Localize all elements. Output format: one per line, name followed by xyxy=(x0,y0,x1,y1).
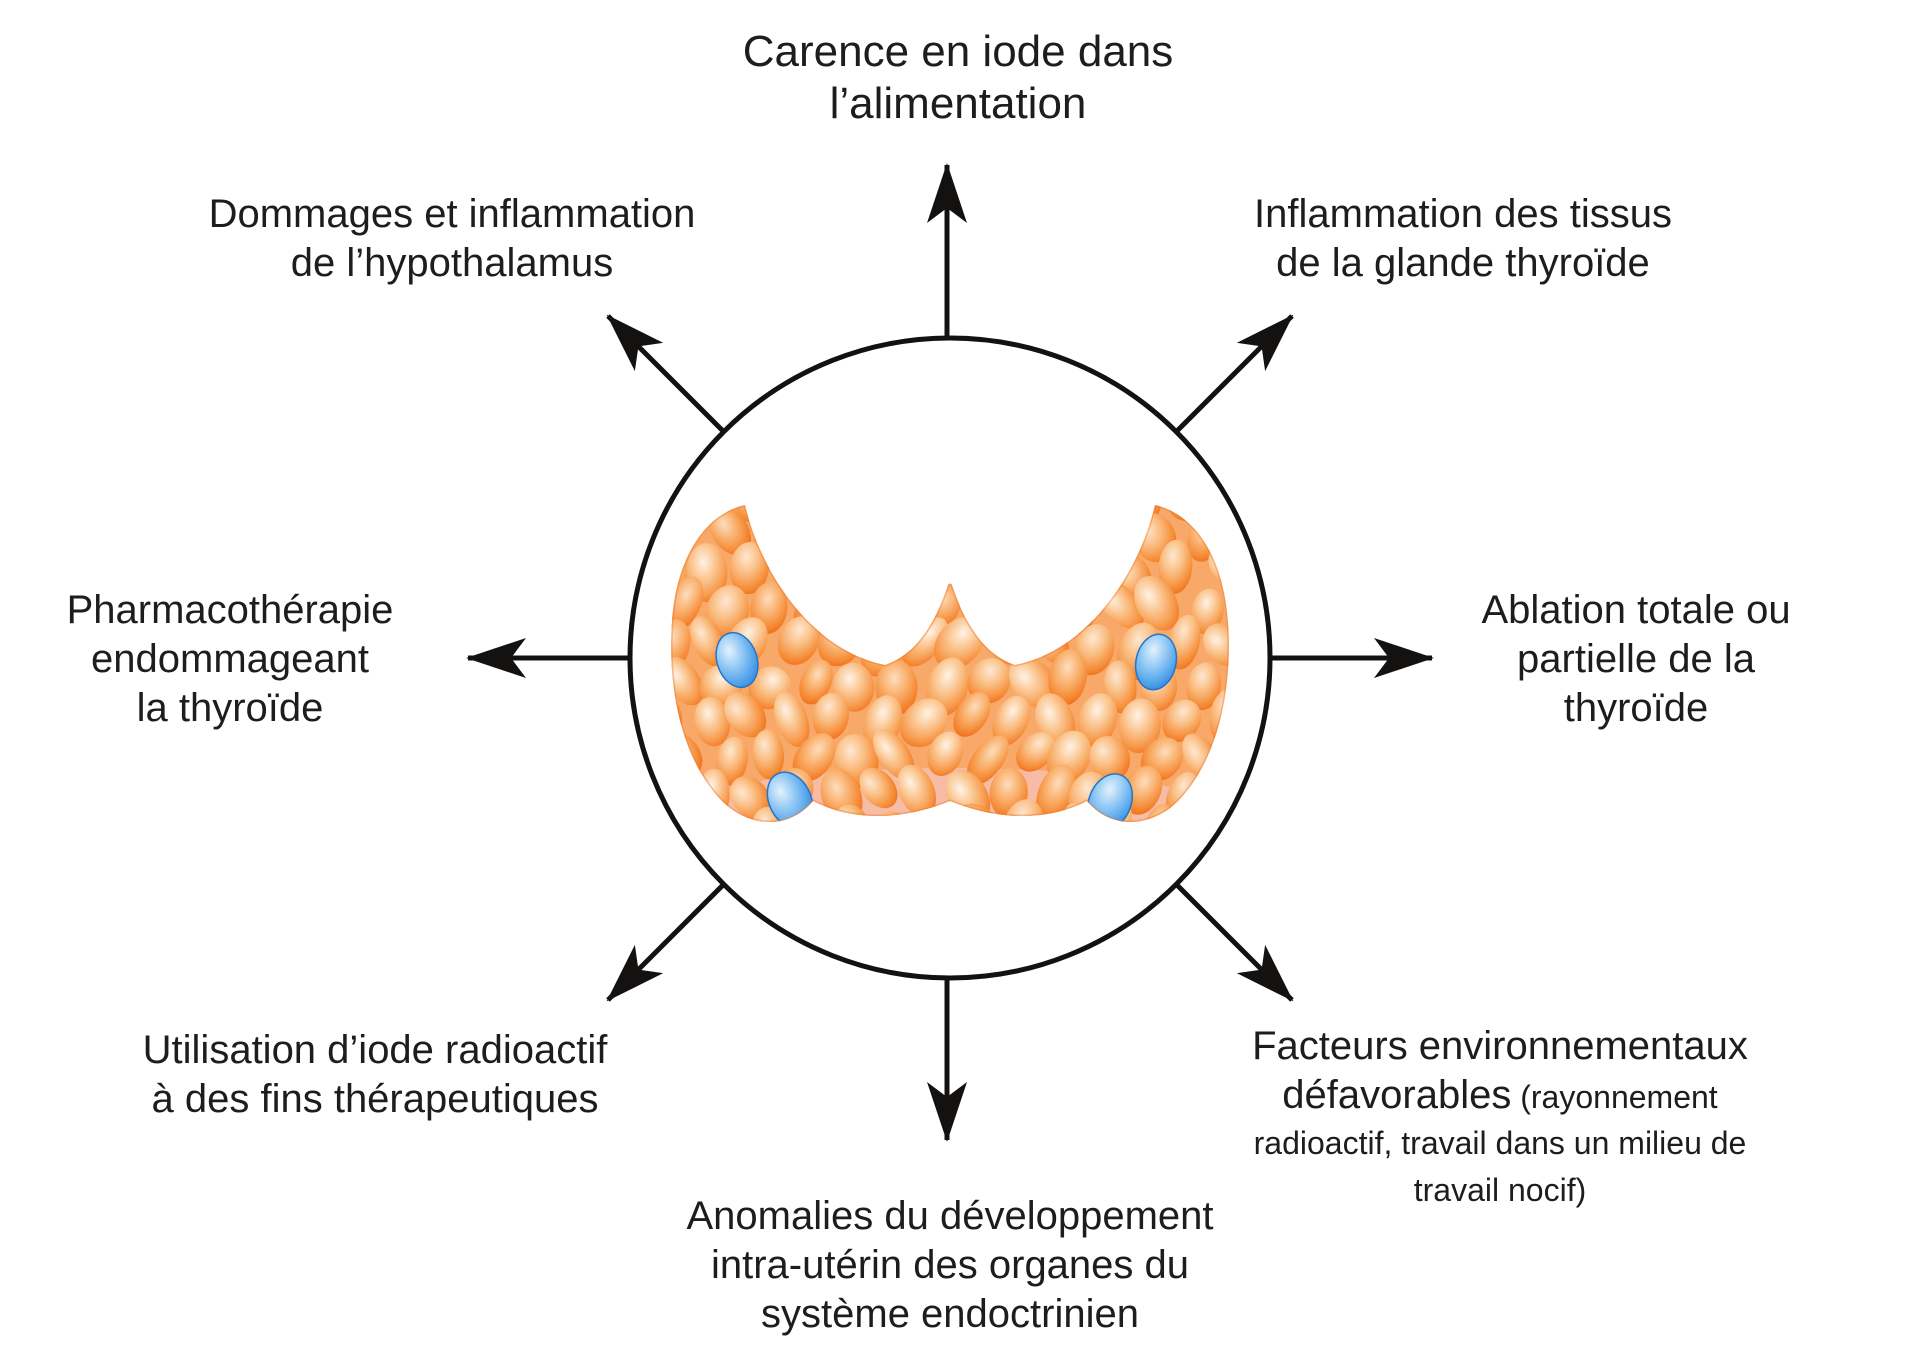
label-line: Dommages et inflammation xyxy=(208,192,696,236)
thyroid-cell xyxy=(1016,732,1055,772)
radiating-arrows xyxy=(466,163,1434,1142)
thyroid-cell xyxy=(899,698,948,748)
label-line-small: (rayonnement xyxy=(1511,1078,1718,1115)
thyroid-cell xyxy=(953,692,991,737)
arrow-top-right xyxy=(1174,314,1294,434)
thyroid-illustration xyxy=(671,505,1229,823)
label-line: Carence en iode dans xyxy=(742,27,1174,76)
label-line: Pharmacothérapie xyxy=(66,588,394,632)
label-environmental-factors: Facteurs environnementaux défavorables (… xyxy=(1252,1022,1748,1213)
thyroid-cell xyxy=(927,731,964,776)
label-line: Inflammation des tissus xyxy=(1254,192,1672,236)
thyroid-cell xyxy=(773,692,810,747)
label-line: l’alimentation xyxy=(829,78,1087,128)
label-line: Anomalies du développement xyxy=(686,1194,1214,1238)
thyroid-cell xyxy=(792,733,836,782)
thyroid-cell xyxy=(1048,649,1088,706)
label-line: intra-utérin des organes du xyxy=(710,1242,1190,1287)
thyroid-cell xyxy=(708,506,751,556)
label-gland-inflammation: Inflammation des tissus de la glande thy… xyxy=(1254,190,1672,288)
label-line: thyroïde xyxy=(1563,685,1709,730)
label-intrauterine-anomalies: Anomalies du développement intra-utérin … xyxy=(686,1192,1213,1338)
thyroid-cell xyxy=(992,695,1030,746)
label-iodine-deficiency: Carence en iode dans l’alimentation xyxy=(743,26,1174,130)
label-hypothalamus-damage: Dommages et inflammation de l’hypothalam… xyxy=(209,190,696,288)
arrow-bottom-right xyxy=(1174,882,1294,1002)
thyroid-cell xyxy=(902,617,948,667)
label-line: de l’hypothalamus xyxy=(290,240,614,285)
thyroid-cell xyxy=(1002,799,1044,823)
thyroid-cell xyxy=(724,691,767,738)
thyroid-cell xyxy=(859,767,898,809)
label-line: Facteurs environnementaux xyxy=(1252,1024,1748,1068)
thyroid-cell xyxy=(694,697,731,747)
label-line: Utilisation d’iode radioactif xyxy=(142,1028,608,1072)
label-line: partielle de la xyxy=(1517,636,1755,681)
thyroid-nodule xyxy=(715,631,759,689)
arrow-bottom-left xyxy=(606,882,726,1002)
label-line: la thyroïde xyxy=(136,685,324,730)
thyroid-outline xyxy=(671,505,1229,823)
thyroid-cell xyxy=(777,616,820,665)
thyroid-cell xyxy=(1158,539,1193,595)
thyroid-cell xyxy=(897,764,936,817)
thyroid-cell xyxy=(1077,693,1118,748)
label-line: à des fins thérapeutiques xyxy=(151,1076,599,1121)
thyroid-cell xyxy=(966,735,1009,785)
label-radioactive-iodine: Utilisation d’iode radioactif à des fins… xyxy=(143,1026,608,1124)
thyroid-cell xyxy=(1118,698,1161,754)
label-pharmacotherapy: Pharmacothérapie endommageant la thyroïd… xyxy=(67,586,394,732)
thyroid-cell xyxy=(1186,662,1222,711)
thyroid-cell xyxy=(730,776,772,820)
thyroid-cell xyxy=(799,659,833,705)
thyroid-cell xyxy=(812,692,849,740)
thyroid-cell xyxy=(1162,699,1202,742)
thyroid-cell xyxy=(752,729,785,780)
thyroid-cell xyxy=(1203,623,1229,666)
arrow-top-left xyxy=(606,314,726,434)
label-line: Ablation totale ou xyxy=(1481,588,1791,632)
thyroid-cell xyxy=(1134,575,1180,631)
label-line: radioactif, travail dans un milieu de xyxy=(1253,1125,1747,1162)
thyroid-cell xyxy=(1089,735,1131,781)
thyroid-cell xyxy=(1036,764,1076,822)
thyroid-cell xyxy=(1190,588,1224,635)
thyroid-cell xyxy=(1122,765,1163,815)
label-line: défavorables (rayonnement xyxy=(1252,1071,1748,1120)
label-line: endommageant xyxy=(91,636,369,681)
label-line: de la glande thyroïde xyxy=(1276,240,1650,285)
label-line: système endoctrinien xyxy=(761,1291,1139,1336)
thyroid-cell xyxy=(715,736,748,786)
label-line-large: défavorables xyxy=(1282,1072,1512,1117)
thyroid-cell xyxy=(729,541,769,595)
label-thyroid-ablation: Ablation totale ou partielle de la thyro… xyxy=(1481,586,1790,732)
label-line: travail nocif) xyxy=(1413,1171,1587,1208)
thyroid-nodule xyxy=(1134,633,1178,691)
thyroid-cell xyxy=(934,617,985,670)
